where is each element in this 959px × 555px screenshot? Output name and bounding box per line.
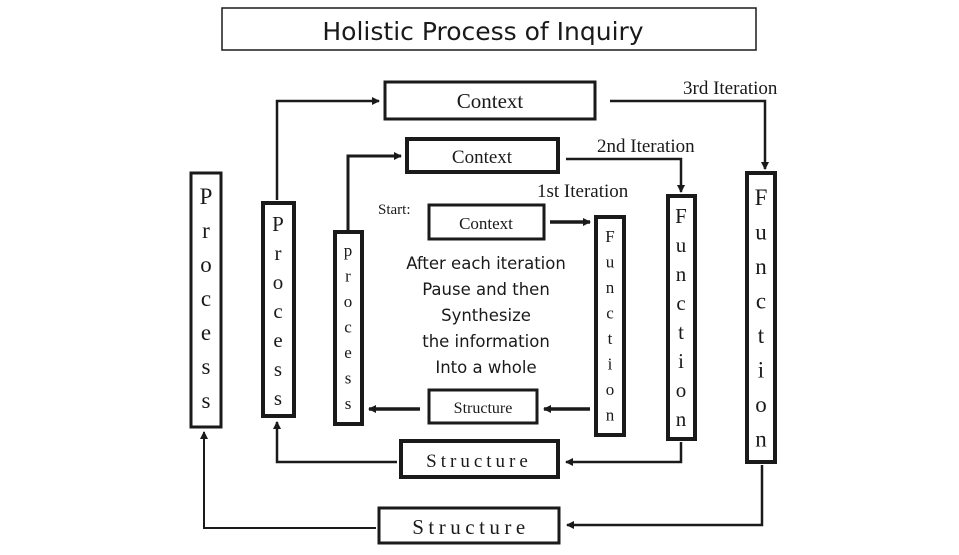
arrow-structure2-to-process2 [273, 421, 397, 464]
fn3-letter: n [755, 254, 767, 279]
pr2-letter: c [273, 299, 282, 323]
pr3-letter: r [202, 218, 210, 243]
fn1-letter: n [606, 406, 615, 425]
fn1-letter: t [608, 329, 613, 348]
fn2-letter: n [676, 407, 687, 431]
structure-1-label: Structure [454, 400, 513, 417]
structure-2-label: Structure [426, 451, 532, 472]
title-text: Holistic Process of Inquiry [322, 17, 643, 46]
context-box-3: Context [383, 80, 597, 121]
pr3-letter: s [202, 388, 211, 413]
pr3-letter: P [200, 184, 213, 209]
fn3-letter: n [755, 427, 767, 452]
context-2-label: Context [452, 147, 513, 168]
process-box-2: Process [261, 201, 296, 418]
fn3-letter: c [756, 289, 766, 314]
fn2-letter: F [675, 204, 687, 228]
arrow-process1-to-context2 [346, 152, 402, 230]
context-box-2: Context [405, 137, 560, 174]
fn2-letter: u [676, 233, 687, 257]
pr1-letter: p [344, 241, 353, 260]
fn1-letter: i [608, 355, 613, 374]
pr1-letter: s [345, 394, 352, 413]
pr2-letter: s [274, 357, 282, 381]
fn2-letter: i [678, 349, 684, 373]
iteration-label-1: 1st Iteration [537, 181, 629, 202]
fn2-letter: t [678, 320, 684, 344]
fn1-letter: F [605, 227, 614, 246]
arrow-function2-to-structure2 [565, 442, 683, 466]
arrow-process2-to-context3 [275, 97, 380, 200]
pr3-letter: c [201, 286, 211, 311]
fn1-letter: u [606, 253, 615, 272]
arrow-context3-to-function3 [610, 99, 769, 170]
connectors [200, 97, 769, 529]
fn3-letter: o [755, 392, 767, 417]
pr1-letter: e [344, 343, 352, 362]
fn1-letter: o [606, 380, 615, 399]
fn1-letter: n [606, 278, 615, 297]
note-line-3: Synthesize [441, 306, 531, 325]
fn2-letter: n [676, 262, 687, 286]
pr1-letter: o [344, 292, 353, 311]
pr2-letter: o [273, 270, 284, 294]
arrow-structure3-to-process3 [200, 431, 376, 529]
note-line-5: Into a whole [435, 358, 536, 377]
arrow-function3-to-structure3 [566, 465, 764, 529]
note-line-2: Pause and then [422, 280, 550, 299]
context-3-label: Context [457, 89, 524, 113]
pr3-letter: o [200, 252, 212, 277]
pr2-letter: r [275, 241, 282, 265]
note-line-1: After each iteration [406, 254, 566, 273]
pr1-letter: s [345, 369, 352, 388]
process-2-label: Process [272, 212, 284, 410]
pr2-letter: P [272, 212, 284, 236]
iteration-label-2: 2nd Iteration [597, 136, 695, 157]
process-3-label: Process [200, 184, 213, 413]
pr2-letter: e [273, 328, 282, 352]
start-label: Start: [378, 202, 411, 218]
context-1-label: Context [459, 214, 513, 233]
note-line-4: the information [422, 332, 550, 351]
fn3-letter: t [758, 323, 765, 348]
pr1-letter: c [344, 318, 352, 337]
structure-box-3: Structure [377, 506, 561, 545]
fn3-letter: F [755, 185, 768, 210]
iteration-label-3: 3rd Iteration [683, 78, 778, 99]
synthesis-note: After each iteration Pause and then Synt… [406, 254, 566, 377]
fn3-letter: i [758, 358, 764, 383]
process-box-3: Process [189, 171, 223, 429]
fn3-letter: u [755, 220, 767, 245]
arrow-context2-to-function2 [566, 157, 685, 193]
fn1-letter: c [606, 304, 614, 323]
title-box: Holistic Process of Inquiry [221, 7, 757, 51]
structure-box-1: Structure [427, 388, 539, 425]
fn2-letter: c [676, 291, 685, 315]
pr1-letter: r [345, 267, 351, 286]
structure-box-2: Structure [399, 439, 560, 479]
context-box-1: Context [427, 203, 546, 241]
pr2-letter: s [274, 386, 282, 410]
pr3-letter: e [201, 320, 211, 345]
pr3-letter: s [202, 354, 211, 379]
structure-3-label: Structure [412, 515, 529, 539]
fn2-letter: o [676, 378, 687, 402]
